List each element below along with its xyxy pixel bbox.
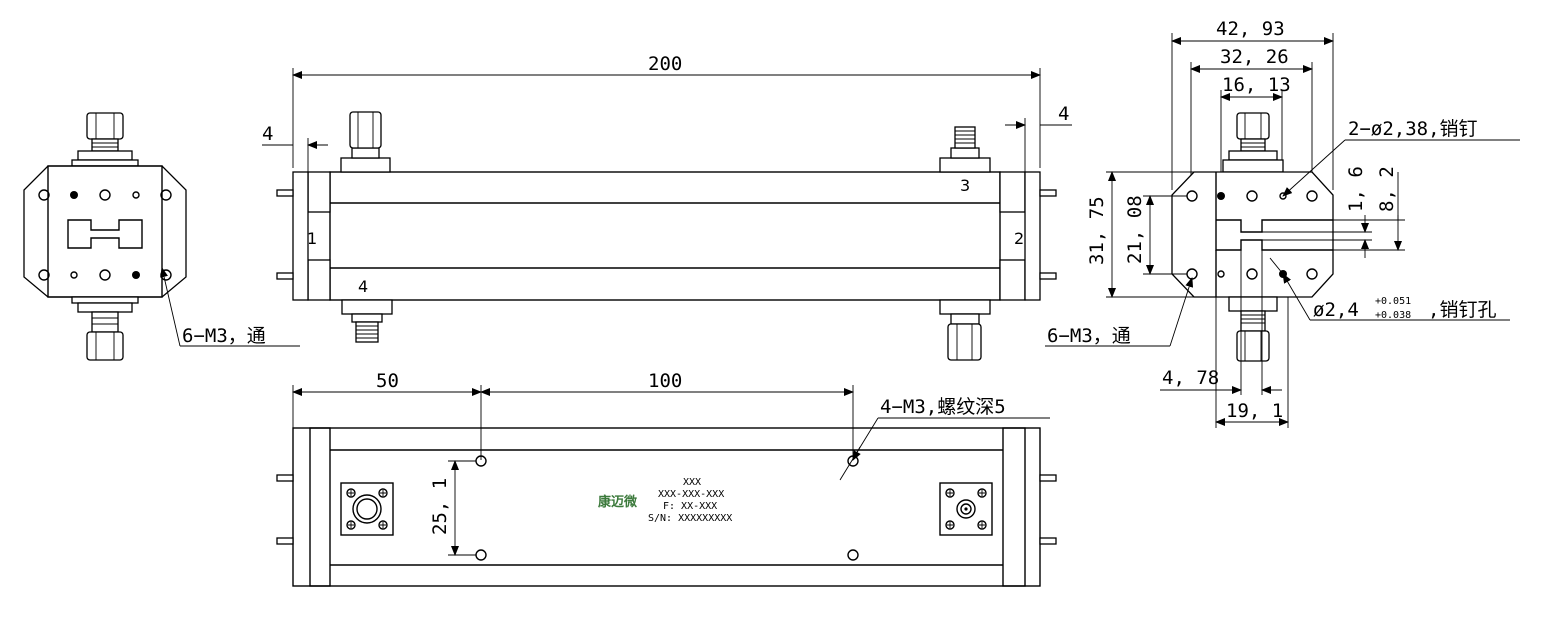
port-label-1: 1 bbox=[307, 229, 317, 248]
dim-width-outer: 42, 93 bbox=[1216, 18, 1285, 40]
dim-first: 50 bbox=[376, 370, 399, 392]
port-4-connector-icon bbox=[341, 299, 393, 343]
front-view: 200 4 4 bbox=[262, 53, 1072, 361]
dim-vertical: 25, 1 bbox=[429, 478, 451, 535]
label-line-2: XXX-XXX-XXX bbox=[658, 489, 724, 500]
right-flange-connector-icon bbox=[939, 482, 993, 536]
pin-hole-tol-lower: +0.038 bbox=[1375, 310, 1411, 321]
label-line-3: F: XX-XXX bbox=[663, 501, 717, 512]
brand-logo: 康迈微 bbox=[598, 494, 638, 510]
pin-hole-tol-upper: +0.051 bbox=[1375, 296, 1411, 307]
dim-height-inner: 21, 08 bbox=[1124, 195, 1146, 264]
dim-width-inner: 16, 13 bbox=[1222, 74, 1291, 96]
left-hole-callout: 6−M3，通 bbox=[182, 325, 266, 347]
thread-hole bbox=[475, 549, 487, 561]
pin-callout: 2−ø2,38,销钉 bbox=[1348, 118, 1478, 140]
port-sma-top-connector-icon bbox=[939, 126, 991, 173]
bottom-connector-icon bbox=[71, 296, 139, 361]
right-hole-callout: 6−M3，通 bbox=[1047, 325, 1131, 347]
dim-second: 100 bbox=[648, 370, 682, 392]
dim-height-outer: 31, 75 bbox=[1086, 196, 1108, 265]
label-line-1: XXX bbox=[683, 477, 701, 488]
bottom-view: 50 100 4−M3,螺纹深5 25, 1 bbox=[276, 370, 1057, 587]
right-view-top-connector-icon bbox=[1222, 112, 1284, 173]
dim-width-mid: 32, 26 bbox=[1220, 46, 1289, 68]
thread-hole bbox=[847, 455, 859, 467]
left-end-view: 6−M3，通 bbox=[23, 112, 300, 361]
thread-callout: 4−M3,螺纹深5 bbox=[880, 396, 1006, 418]
dim-slot-1: 1, 6 bbox=[1345, 166, 1367, 212]
port-label-2: 2 bbox=[1014, 229, 1024, 248]
port-3-connector-icon bbox=[340, 111, 391, 173]
dim-left-gap: 4 bbox=[262, 123, 273, 145]
dim-bottom-2: 19, 1 bbox=[1226, 400, 1283, 422]
thread-hole bbox=[847, 549, 859, 561]
pin-hole-suffix: ,销钉孔 bbox=[1428, 299, 1496, 321]
port-label-4: 4 bbox=[358, 277, 368, 296]
right-view-bottom-connector-icon bbox=[1228, 296, 1278, 362]
dim-slot-2: 8, 2 bbox=[1376, 166, 1398, 212]
port-label-3: 3 bbox=[960, 176, 970, 195]
waveguide-aperture bbox=[67, 219, 143, 249]
pin-hole-prefix: ø2,4 bbox=[1313, 299, 1359, 321]
dim-length: 200 bbox=[648, 53, 682, 75]
label-line-4: S/N: XXXXXXXXX bbox=[648, 513, 732, 524]
right-end-flange bbox=[1171, 171, 1334, 298]
left-flange-connector-icon bbox=[340, 482, 394, 536]
dim-right-gap: 4 bbox=[1058, 103, 1069, 125]
port-2-connector-icon bbox=[939, 299, 991, 361]
top-connector-icon bbox=[71, 112, 139, 167]
right-end-view: 42, 93 32, 26 16, 13 bbox=[1045, 18, 1520, 428]
dim-bottom-1: 4, 78 bbox=[1162, 367, 1219, 389]
